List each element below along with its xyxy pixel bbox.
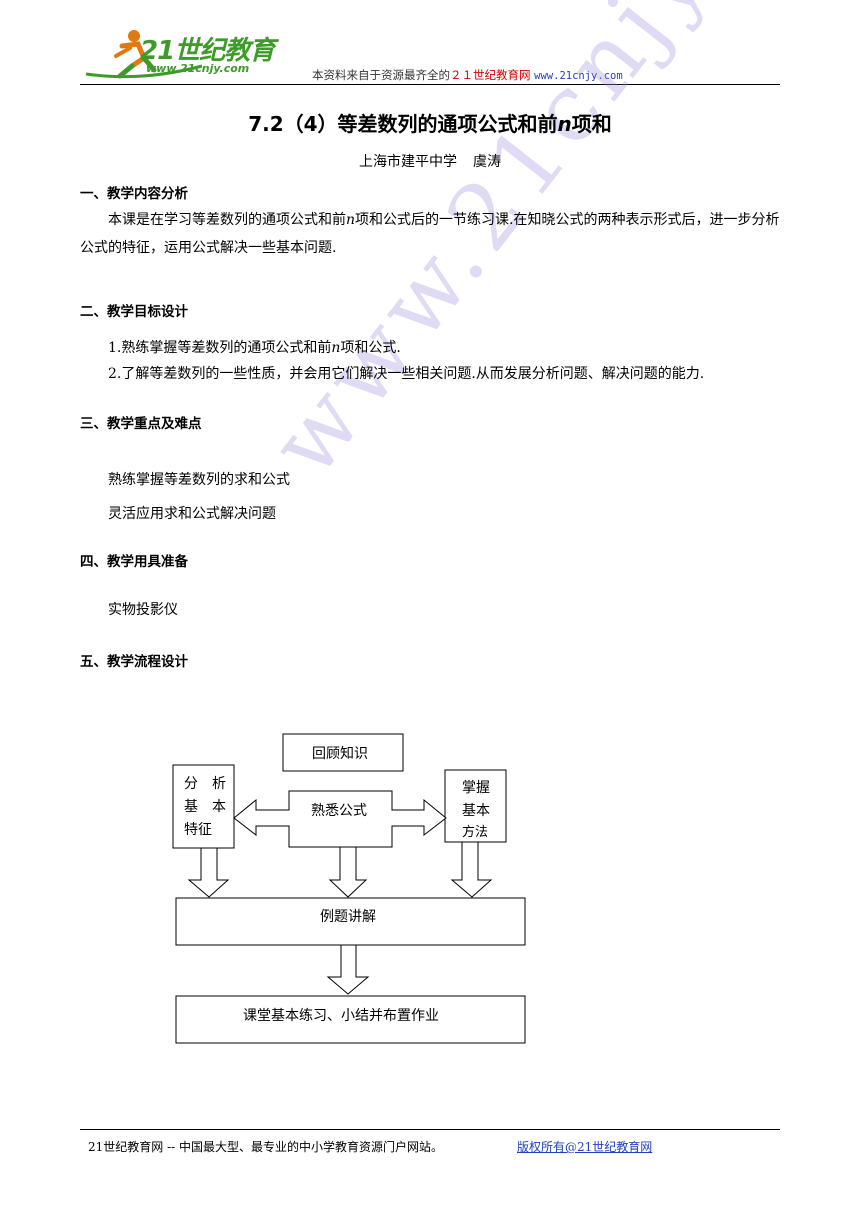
analyze-label-1: 分 析: [184, 776, 226, 792]
title-variable: n: [557, 112, 572, 136]
familiar-label: 熟悉公式: [311, 803, 367, 819]
section-2-heading: 二、教学目标设计: [80, 304, 188, 320]
author-school: 上海市建平中学: [359, 154, 457, 170]
section-4-heading: 四、教学用具准备: [80, 554, 188, 570]
down-arrow-2: [328, 846, 368, 898]
master-label-1: 掌握: [462, 780, 490, 796]
header-url-link[interactable]: www.21cnjy.com: [534, 70, 623, 82]
section-1-heading: 一、教学内容分析: [80, 186, 188, 202]
footer-note: 21世纪教育网 -- 中国最大型、最专业的中小学教育资源门户网站。: [88, 1140, 444, 1154]
down-arrow-3: [450, 841, 493, 898]
logo-figure-icon: [85, 30, 203, 79]
teaching-flowchart: 回顾知识 熟悉公式 分 析 基 本 特征 掌握 基本 方法 例题讲解 课堂基本练…: [172, 733, 526, 1044]
analyze-label-3: 特征: [184, 822, 212, 838]
header-rule: [80, 84, 780, 85]
practice-label: 课堂基本练习、小结并布置作业: [243, 1007, 439, 1024]
section-3-heading: 三、教学重点及难点: [80, 416, 202, 432]
review-box: [282, 733, 404, 772]
section-1-variable: n: [346, 212, 356, 228]
master-box: [444, 769, 507, 843]
section-2-item-1-a: 1.熟练掌握等差数列的通项公式和前: [108, 340, 332, 356]
section-1-text-b: 项和公式后的一节练习课.在知晓公式的两种表示形式后，进一步分析公式的特征，运用公…: [80, 212, 780, 256]
master-label-3: 方法: [462, 824, 488, 840]
section-2-item-2: 2.了解等差数列的一些性质，并会用它们解决一些相关问题.从而发展分析问题、解决问…: [108, 366, 705, 382]
author-line: 上海市建平中学虞涛: [0, 151, 860, 171]
header-note-prefix: 本资料来自于资源最齐全的: [312, 68, 450, 82]
down-arrow-1: [187, 847, 230, 898]
example-label: 例题讲解: [320, 909, 376, 925]
analyze-box: [172, 764, 235, 849]
review-label: 回顾知识: [312, 745, 368, 762]
analyze-label-2: 基 本: [184, 798, 226, 815]
logo-url: www.21cnjy.com: [146, 62, 250, 75]
familiar-double-arrow: [233, 790, 447, 848]
example-box: [175, 897, 526, 946]
title-suffix: 项和: [571, 112, 612, 136]
section-1-paragraph: 本课是在学习等差数列的通项公式和前n项和公式后的一节练习课.在知晓公式的两种表示…: [80, 206, 782, 262]
header-brand-link[interactable]: ２１世纪教育网: [450, 68, 531, 82]
section-4-line-1: 实物投影仪: [108, 602, 178, 618]
footer-rule: [80, 1129, 780, 1130]
section-2-item-1-variable: n: [331, 340, 341, 356]
header-note: 本资料来自于资源最齐全的２１世纪教育网 www.21cnjy.com: [312, 67, 623, 83]
section-3-line-2: 灵活应用求和公式解决问题: [108, 506, 276, 522]
section-2-item-1-b: 项和公式.: [340, 340, 401, 356]
footer-copyright-link[interactable]: 版权所有@21世纪教育网: [517, 1140, 653, 1154]
section-5-heading: 五、教学流程设计: [80, 654, 188, 670]
page-title: 7.2（4）等差数列的通项公式和前n项和: [0, 108, 860, 137]
section-1-text-a: 本课是在学习等差数列的通项公式和前: [108, 212, 346, 228]
title-prefix: 7.2（4）等差数列的通项公式和前: [248, 112, 558, 136]
section-2-item-1: 1.熟练掌握等差数列的通项公式和前n项和公式.: [108, 337, 401, 357]
section-3-line-1: 熟练掌握等差数列的求和公式: [108, 472, 290, 488]
logo-text: 21世纪教育: [140, 36, 275, 66]
down-arrow-4: [326, 944, 370, 995]
author-name: 虞涛: [473, 154, 501, 170]
master-label-2: 基本: [462, 802, 490, 819]
practice-box: [175, 995, 526, 1044]
